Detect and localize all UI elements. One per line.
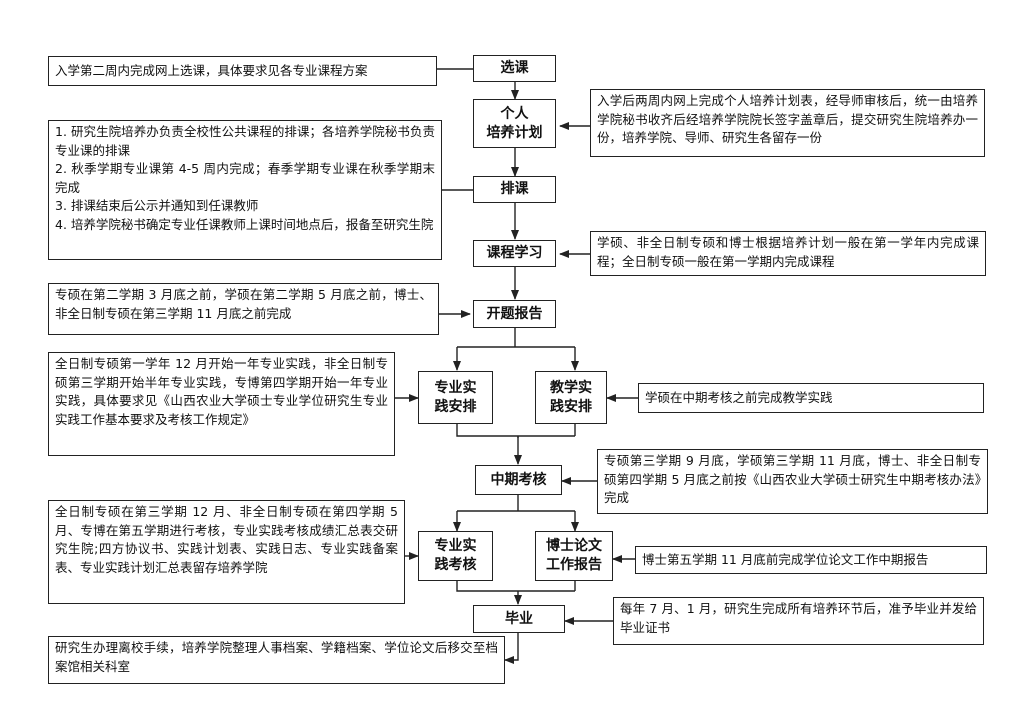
node-study-label: 课程学习 xyxy=(486,245,543,261)
note-paike-item-1: 1. 研究生院培养办负责全校性公共课程的排课；各培养学院秘书负责专业课的排课 xyxy=(55,124,435,158)
note-midterm: 专硕第三学期 9 月底，学硕第三学期 11 月底，博士、非全日制专硕第四学期 5… xyxy=(597,449,988,514)
arrow-biye-to-leave xyxy=(504,633,519,664)
node-jxsj-label-2: 践安排 xyxy=(550,398,592,415)
note-kaiti-text: 专硕在第二学期 3 月底之前，学硕在第二学期 5 月底之前，博士、非全日制专硕在… xyxy=(55,287,432,321)
note-paike: 1. 研究生院培养办负责全校性公共课程的排课；各培养学院秘书负责专业课的排课 2… xyxy=(48,120,442,260)
note-professional-practice: 全日制专硕第一学年 12 月开始一年专业实践，非全日制专硕第三学期开始半年专业实… xyxy=(48,352,395,456)
node-xuanke: 选课 xyxy=(473,55,556,82)
node-paike-label: 排课 xyxy=(500,181,529,197)
node-zysj-label-2: 践安排 xyxy=(434,398,477,415)
node-zysj-label-1: 专业实 xyxy=(434,379,477,396)
note-study-text: 学硕、非全日制专硕和博士根据培养计划一般在第一学年内完成课程；全日制专硕一般在第… xyxy=(597,235,979,269)
connector-merge-midterm xyxy=(456,424,576,438)
connector-kaiti-split xyxy=(457,328,575,348)
node-zykh-label-1: 专业实 xyxy=(434,538,477,554)
node-personal-plan: 个人 培养计划 xyxy=(473,99,556,148)
node-plan-label-1: 个人 xyxy=(500,105,529,122)
node-graduation: 毕业 xyxy=(473,605,565,633)
connector-midterm-split xyxy=(457,495,575,512)
node-zykh-label-2: 践考核 xyxy=(434,557,477,573)
node-bslw-label-1: 博士论文 xyxy=(546,538,602,554)
node-teaching-practice: 教学实 践安排 xyxy=(535,371,607,424)
note-kaiti: 专硕在第二学期 3 月底之前，学硕在第二学期 5 月底之前，博士、非全日制专硕在… xyxy=(48,283,439,335)
note-teaching-practice: 学硕在中期考核之前完成教学实践 xyxy=(638,383,984,413)
node-midterm-label: 中期考核 xyxy=(490,471,547,488)
node-plan-label-2: 培养计划 xyxy=(486,124,543,141)
note-practice-assessment: 全日制专硕在第三学期 12 月、非全日制专硕在第四学期 5 月、专博在第五学期进… xyxy=(48,500,405,604)
node-bslw-label-2: 工作报告 xyxy=(546,557,602,573)
node-kaiti-label: 开题报告 xyxy=(486,305,543,322)
note-xuanke-text: 入学第二周内完成网上选课，具体要求见各专业课程方案 xyxy=(55,63,368,78)
note-biye-text: 每年 7 月、1 月，研究生完成所有培养环节后，准予毕业并发给毕业证书 xyxy=(620,601,977,635)
note-phd-thesis: 博士第五学期 11 月底前完成学位论文工作中期报告 xyxy=(635,546,987,574)
connector-merge-biye xyxy=(456,581,576,592)
note-paike-item-3: 3. 排课结束后公示并通知到任课教师 xyxy=(55,198,259,213)
note-leave-text: 研究生办理离校手续，培养学院整理人事档案、学籍档案、学位论文后移交至档案馆相关科… xyxy=(55,640,498,674)
note-jxsj-text: 学硕在中期考核之前完成教学实践 xyxy=(645,390,833,405)
note-paike-item-4: 4. 培养学院秘书确定专业任课教师上课时间地点后，报备至研究生院 xyxy=(55,216,434,232)
node-phd-thesis-report: 博士论文 工作报告 xyxy=(535,531,613,581)
note-xuanke: 入学第二周内完成网上选课，具体要求见各专业课程方案 xyxy=(48,56,437,86)
note-graduation: 每年 7 月、1 月，研究生完成所有培养环节后，准予毕业并发给毕业证书 xyxy=(613,597,984,645)
note-leave-school: 研究生办理离校手续，培养学院整理人事档案、学籍档案、学位论文后移交至档案馆相关科… xyxy=(48,636,505,684)
node-course-study: 课程学习 xyxy=(473,240,556,267)
node-jxsj-label-1: 教学实 xyxy=(550,379,592,396)
node-professional-practice: 专业实 践安排 xyxy=(418,371,493,424)
node-midterm-review: 中期考核 xyxy=(475,465,562,495)
node-kaiti-report: 开题报告 xyxy=(473,300,556,328)
note-course-study: 学硕、非全日制专硕和博士根据培养计划一般在第一学年内完成课程；全日制专硕一般在第… xyxy=(590,231,986,276)
note-bslw-text: 博士第五学期 11 月底前完成学位论文工作中期报告 xyxy=(642,552,929,567)
node-xuanke-label: 选课 xyxy=(500,60,529,76)
note-personal-plan: 入学后两周内网上完成个人培养计划表，经导师审核后，统一由培养学院秘书收齐后经培养… xyxy=(590,89,985,157)
note-midterm-text: 专硕第三学期 9 月底，学硕第三学期 11 月底，博士、非全日制专硕第四学期 5… xyxy=(604,453,981,505)
note-paike-item-2: 2. 秋季学期专业课第 4-5 周内完成；春季学期专业课在秋季学期末完成 xyxy=(55,161,435,195)
note-zysj-text: 全日制专硕第一学年 12 月开始一年专业实践，非全日制专硕第三学期开始半年专业实… xyxy=(55,356,388,427)
node-practice-assessment: 专业实 践考核 xyxy=(418,531,493,581)
node-paike: 排课 xyxy=(473,176,556,203)
note-plan-text: 入学后两周内网上完成个人培养计划表，经导师审核后，统一由培养学院秘书收齐后经培养… xyxy=(597,93,978,145)
node-biye-label: 毕业 xyxy=(505,610,533,627)
note-zykh-text: 全日制专硕在第三学期 12 月、非全日制专硕在第四学期 5 月、专博在第五学期进… xyxy=(55,504,398,575)
